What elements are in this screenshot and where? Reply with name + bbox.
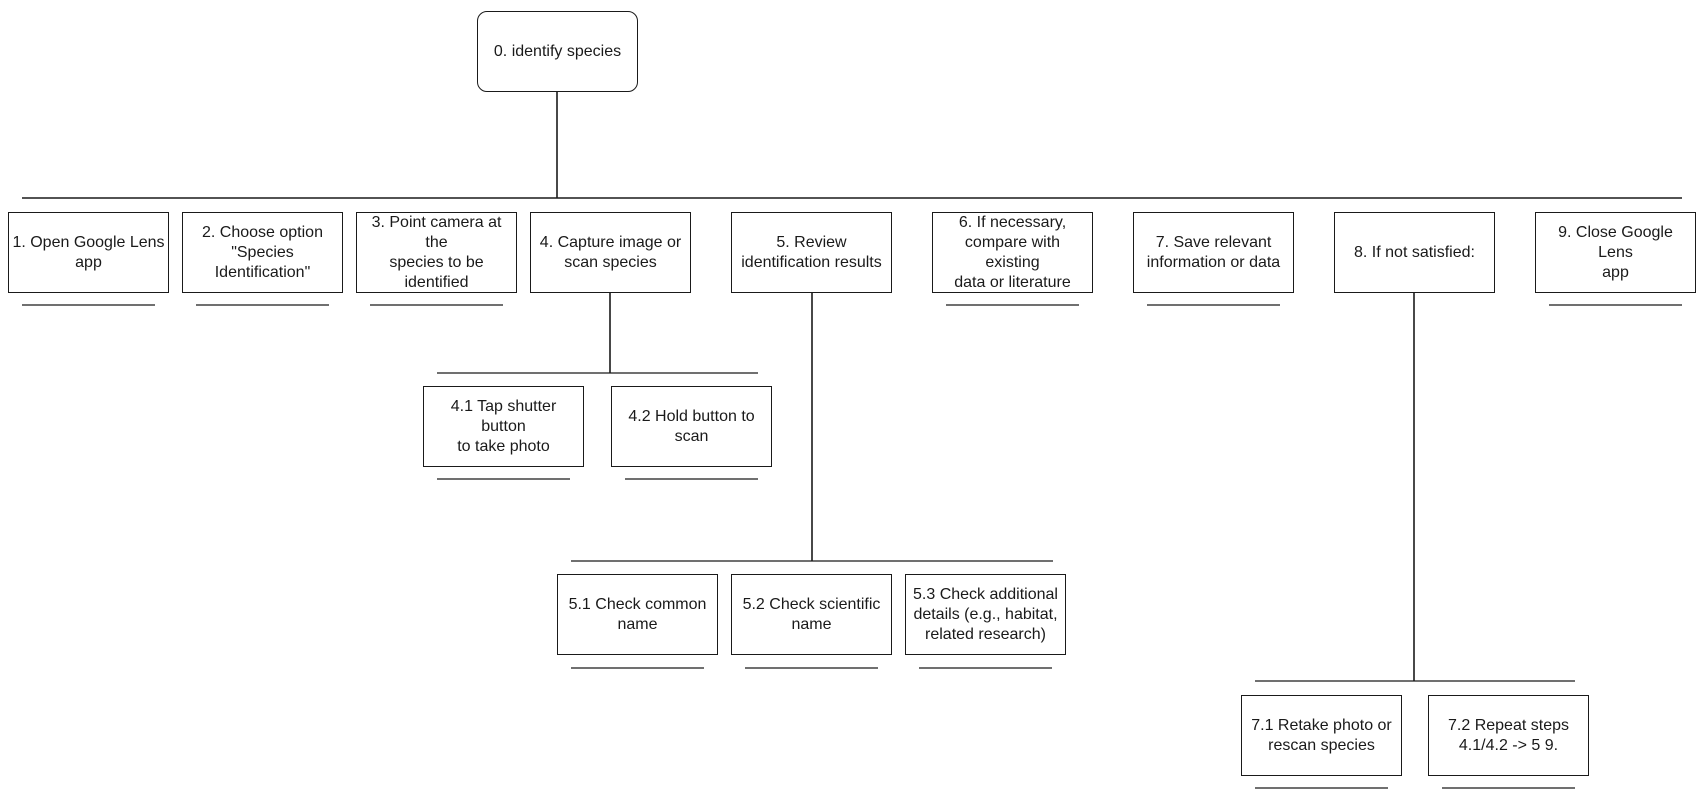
node-7: 7. Save relevant information or data (1133, 212, 1294, 293)
node-4-2: 4.2 Hold button to scan (611, 386, 772, 467)
node-4: 4. Capture image or scan species (530, 212, 691, 293)
node-2: 2. Choose option "Species Identification… (182, 212, 343, 293)
node-3: 3. Point camera at the species to be ide… (356, 212, 517, 293)
node-8: 8. If not satisfied: (1334, 212, 1495, 293)
node-0: 0. identify species (477, 11, 638, 92)
node-4-1: 4.1 Tap shutter button to take photo (423, 386, 584, 467)
node-5-1: 5.1 Check common name (557, 574, 718, 655)
node-6: 6. If necessary, compare with existing d… (932, 212, 1093, 293)
node-5: 5. Review identification results (731, 212, 892, 293)
node-1: 1. Open Google Lens app (8, 212, 169, 293)
node-5-3: 5.3 Check additional details (e.g., habi… (905, 574, 1066, 655)
node-5-2: 5.2 Check scientific name (731, 574, 892, 655)
node-7-1: 7.1 Retake photo or rescan species (1241, 695, 1402, 776)
node-7-2: 7.2 Repeat steps 4.1/4.2 -> 5 9. (1428, 695, 1589, 776)
node-9: 9. Close Google Lens app (1535, 212, 1696, 293)
